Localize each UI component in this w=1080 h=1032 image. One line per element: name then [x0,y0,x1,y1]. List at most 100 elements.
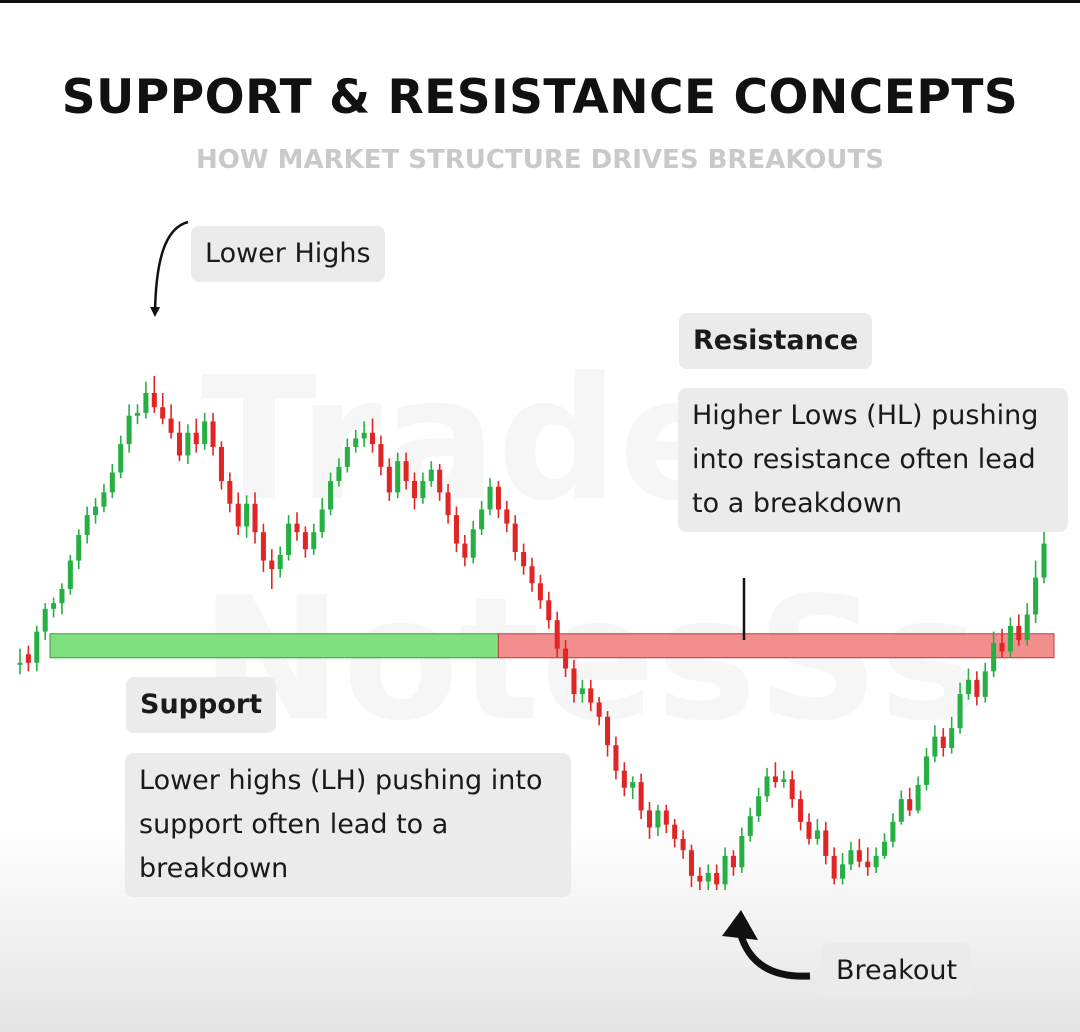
candle-body [76,535,82,561]
candle [789,770,795,808]
candle-body [630,782,636,788]
candle-body [445,492,451,516]
lower-highs-arrow-icon [150,220,189,317]
candle [999,628,1005,658]
candle-body [126,415,132,445]
candle-body [563,648,569,669]
candle-body [1007,625,1013,652]
candle-body [898,799,904,822]
candle [67,554,73,595]
candle [781,770,787,788]
candle-body [252,503,258,533]
candle-body [428,469,434,482]
candle [840,853,846,885]
candle [17,648,23,675]
candle [882,833,888,859]
candle-body [798,799,804,822]
candle [848,841,854,871]
candle [277,546,283,578]
candle-body [940,736,946,748]
candle [705,864,711,890]
candle [756,787,762,822]
candle-body [613,745,619,771]
candle [370,418,376,453]
candle [420,472,426,504]
breakout-label: Breakout [822,943,972,999]
candle [974,671,980,706]
candle [596,696,602,726]
page-subtitle: HOW MARKET STRUCTURE DRIVES BREAKOUTS [196,145,884,175]
candle [873,847,879,873]
candle [521,543,527,575]
candle-body [579,688,585,695]
candle [344,438,350,473]
top-border [0,0,1080,3]
candle-body [982,671,988,697]
candle [1016,614,1022,646]
candle [126,404,132,453]
candle-body [831,855,837,879]
candle [176,421,182,462]
candle [949,716,955,754]
candle-body [571,668,577,695]
candle [134,404,141,425]
candle [487,478,493,516]
candle [588,679,594,712]
candle-body [353,438,359,447]
candle [739,827,745,873]
candle [823,821,829,865]
candle [1024,603,1030,646]
candle [965,668,971,700]
candle [646,801,653,839]
candle-body [747,816,753,837]
candle [51,597,57,618]
candle-body [521,552,527,567]
candle [630,776,636,800]
candle [512,515,518,561]
candle [655,804,661,837]
candle-body [34,631,40,663]
candle [890,813,896,848]
candle-body [235,503,241,527]
candle [336,458,342,487]
lower-highs-label: Lower Highs [191,226,385,282]
candle [554,611,560,658]
candle [319,498,325,538]
candle-body [202,421,208,445]
candle [160,393,166,425]
candle [218,441,224,490]
candle [25,645,31,672]
candle [269,549,275,589]
candle-body [705,872,711,882]
candle-body [344,446,350,467]
candle-body [672,824,678,839]
candle [663,804,669,834]
candle-body [722,855,728,885]
candle [151,375,157,413]
candle [772,762,778,788]
candle [210,412,216,456]
candle [571,659,577,703]
candle [109,464,115,499]
candle-body [411,481,418,499]
candle-body [856,850,862,862]
candle [143,381,149,419]
candle [101,483,107,513]
candle [1007,617,1013,658]
support-label: Support [126,677,277,733]
candle-body [823,830,829,856]
candle-body [663,810,669,825]
candle-body [118,444,124,473]
page-title: SUPPORT & RESISTANCE CONCEPTS [61,70,1019,125]
candle [193,418,199,453]
candle-body [873,855,879,868]
breakout-arrowhead-icon [722,910,758,940]
candle [445,483,451,524]
candle [437,464,443,501]
candle-body [453,515,459,544]
candle-body [588,688,594,703]
resistance-zone [497,633,1055,659]
candle-body [605,716,611,746]
candle-body [218,446,224,482]
candle-body [764,776,770,797]
